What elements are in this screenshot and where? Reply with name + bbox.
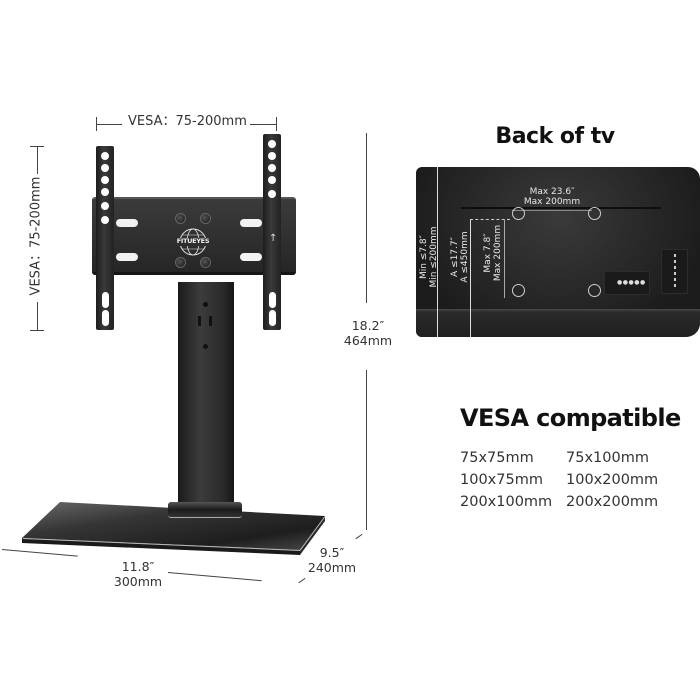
vesa-size: 200x100mm: [460, 494, 553, 510]
depth-dim-line-bottom: [298, 577, 306, 584]
tv-max-height-label: Max 7.8″ Max 200mm: [483, 218, 503, 288]
rail-slot: [101, 310, 109, 326]
vesa-horizontal-label: VESA：75-200mm: [128, 114, 247, 129]
plate-slot-top-right: [240, 219, 262, 227]
tv-stand-illustration: FITUEYES ↑: [0, 0, 340, 570]
rail-hole: [101, 188, 109, 196]
vesa-size: 100x200mm: [566, 472, 659, 488]
tv-port-panel: ●●●●●: [604, 271, 650, 295]
brand-logo: FITUEYES: [176, 227, 210, 257]
tv-mount-hole-top-right: [588, 207, 601, 220]
vesa-h-dim-line-left: [96, 124, 122, 126]
vesa-compatible-title: VESA compatible: [460, 404, 681, 432]
stand-base: [20, 500, 330, 558]
arrow-up-icon: ↑: [269, 233, 278, 244]
rail-hole: [101, 152, 109, 160]
vesa-size-list: 75x75mm 75x100mm 100x75mm 100x200mm 200x…: [460, 448, 666, 512]
tv-max-height-in: Max 7.8″: [483, 233, 493, 273]
rail-hole: [101, 216, 109, 224]
plate-slot-bottom-right: [240, 253, 262, 261]
depth-dim-line-top: [355, 533, 363, 540]
stand-column: [178, 282, 234, 504]
rail-hole: [101, 202, 109, 210]
column-collar: [168, 502, 242, 518]
tv-mount-hole-bottom-right: [588, 284, 601, 297]
mounting-plate: FITUEYES: [92, 197, 296, 275]
tv-side-panel: [661, 249, 688, 294]
rail-hole: [101, 176, 109, 184]
rail-hole: [268, 176, 276, 184]
width-label: 11.8″ 300mm: [108, 559, 168, 589]
rail-hole: [268, 190, 276, 198]
width-dim-line-right: [167, 572, 262, 582]
vesa-size: 100x75mm: [460, 472, 543, 488]
height-dim-line-bottom: [366, 370, 368, 530]
depth-label: 9.5″ 240mm: [302, 545, 362, 575]
rail-slot: [268, 292, 276, 308]
depth-inches: 9.5″: [319, 545, 345, 560]
width-mm: 300mm: [113, 574, 163, 589]
globe-logo-icon: [178, 228, 208, 256]
screw-bottom-right: [200, 257, 211, 268]
tv-top-ridge: [461, 207, 661, 209]
vesa-v-dim-line-top: [37, 146, 39, 174]
depth-mm: 240mm: [307, 560, 357, 575]
brand-logo-text: FITUEYES: [176, 237, 210, 245]
tv-back-illustration: ●●●●● Max 23.6″ Max 200mm Min ≤7.8″ Min …: [416, 167, 700, 337]
back-of-tv-title: Back of tv: [495, 124, 615, 149]
tv-side-ports: [674, 254, 676, 290]
vesa-size: 75x100mm: [566, 450, 649, 466]
vesa-size: 200x200mm: [566, 494, 659, 510]
screw-bottom-left: [175, 257, 186, 268]
rail-hole: [101, 164, 109, 172]
tv-max-height-mm: Max 200mm: [493, 224, 503, 282]
height-inches: 18.2″: [351, 318, 385, 333]
tv-min-height-line: [437, 167, 438, 337]
rail-hole: [268, 152, 276, 160]
tv-max-width-mm: Max 200mm: [523, 197, 581, 207]
height-dim-line-top: [366, 133, 368, 303]
tv-a-line: [470, 219, 471, 337]
column-slot-left: [198, 316, 201, 326]
tv-max-height-line: [504, 220, 505, 298]
tv-max-width-line: [512, 210, 592, 211]
rail-slot: [101, 292, 109, 308]
height-label: 18.2″ 464mm: [340, 318, 396, 348]
vesa-rail-left: [96, 146, 114, 330]
tv-min-height-in: Min ≤7.8″: [419, 234, 429, 280]
tv-max-width-label: Max 23.6″ Max 200mm: [512, 187, 592, 207]
tv-ports: ●●●●●: [617, 279, 646, 286]
column-hole-bottom: [203, 344, 208, 349]
tv-mount-hole-bottom-left: [512, 284, 525, 297]
height-mm: 464mm: [343, 333, 393, 348]
rail-slot: [268, 310, 276, 326]
vesa-rail-right: ↑: [263, 134, 281, 330]
tv-mount-hole-top-left: [512, 207, 525, 220]
vesa-v-dim-line-bottom: [37, 302, 39, 330]
vesa-h-dim-line-right: [250, 124, 276, 126]
vesa-size: 75x75mm: [460, 450, 534, 466]
tv-min-height-mm: Min ≤200mm: [429, 226, 439, 288]
tv-a-in: A ≤17.7″: [450, 237, 460, 277]
screw-top-right: [200, 213, 211, 224]
screw-top-left: [175, 213, 186, 224]
vesa-v-dim-tick-bottom: [30, 330, 44, 332]
base-plate-shape: [22, 502, 326, 555]
tv-bottom-band: [416, 309, 700, 337]
tv-a-mm: A ≤450mm: [460, 231, 470, 283]
tv-min-height-label: Min ≤7.8″ Min ≤200mm: [419, 222, 439, 292]
rail-hole: [268, 164, 276, 172]
plate-slot-bottom-left: [116, 253, 138, 261]
column-slot-right: [209, 316, 212, 326]
tv-a-dashed-line: [470, 219, 510, 220]
plate-slot-top-left: [116, 219, 138, 227]
column-hole-top: [203, 302, 208, 307]
tv-a-label: A ≤17.7″ A ≤450mm: [450, 222, 470, 292]
tv-max-width-in: Max 23.6″: [529, 187, 575, 197]
rail-hole: [268, 140, 276, 148]
width-inches: 11.8″: [121, 559, 155, 574]
vesa-h-dim-tick-right: [276, 117, 278, 131]
